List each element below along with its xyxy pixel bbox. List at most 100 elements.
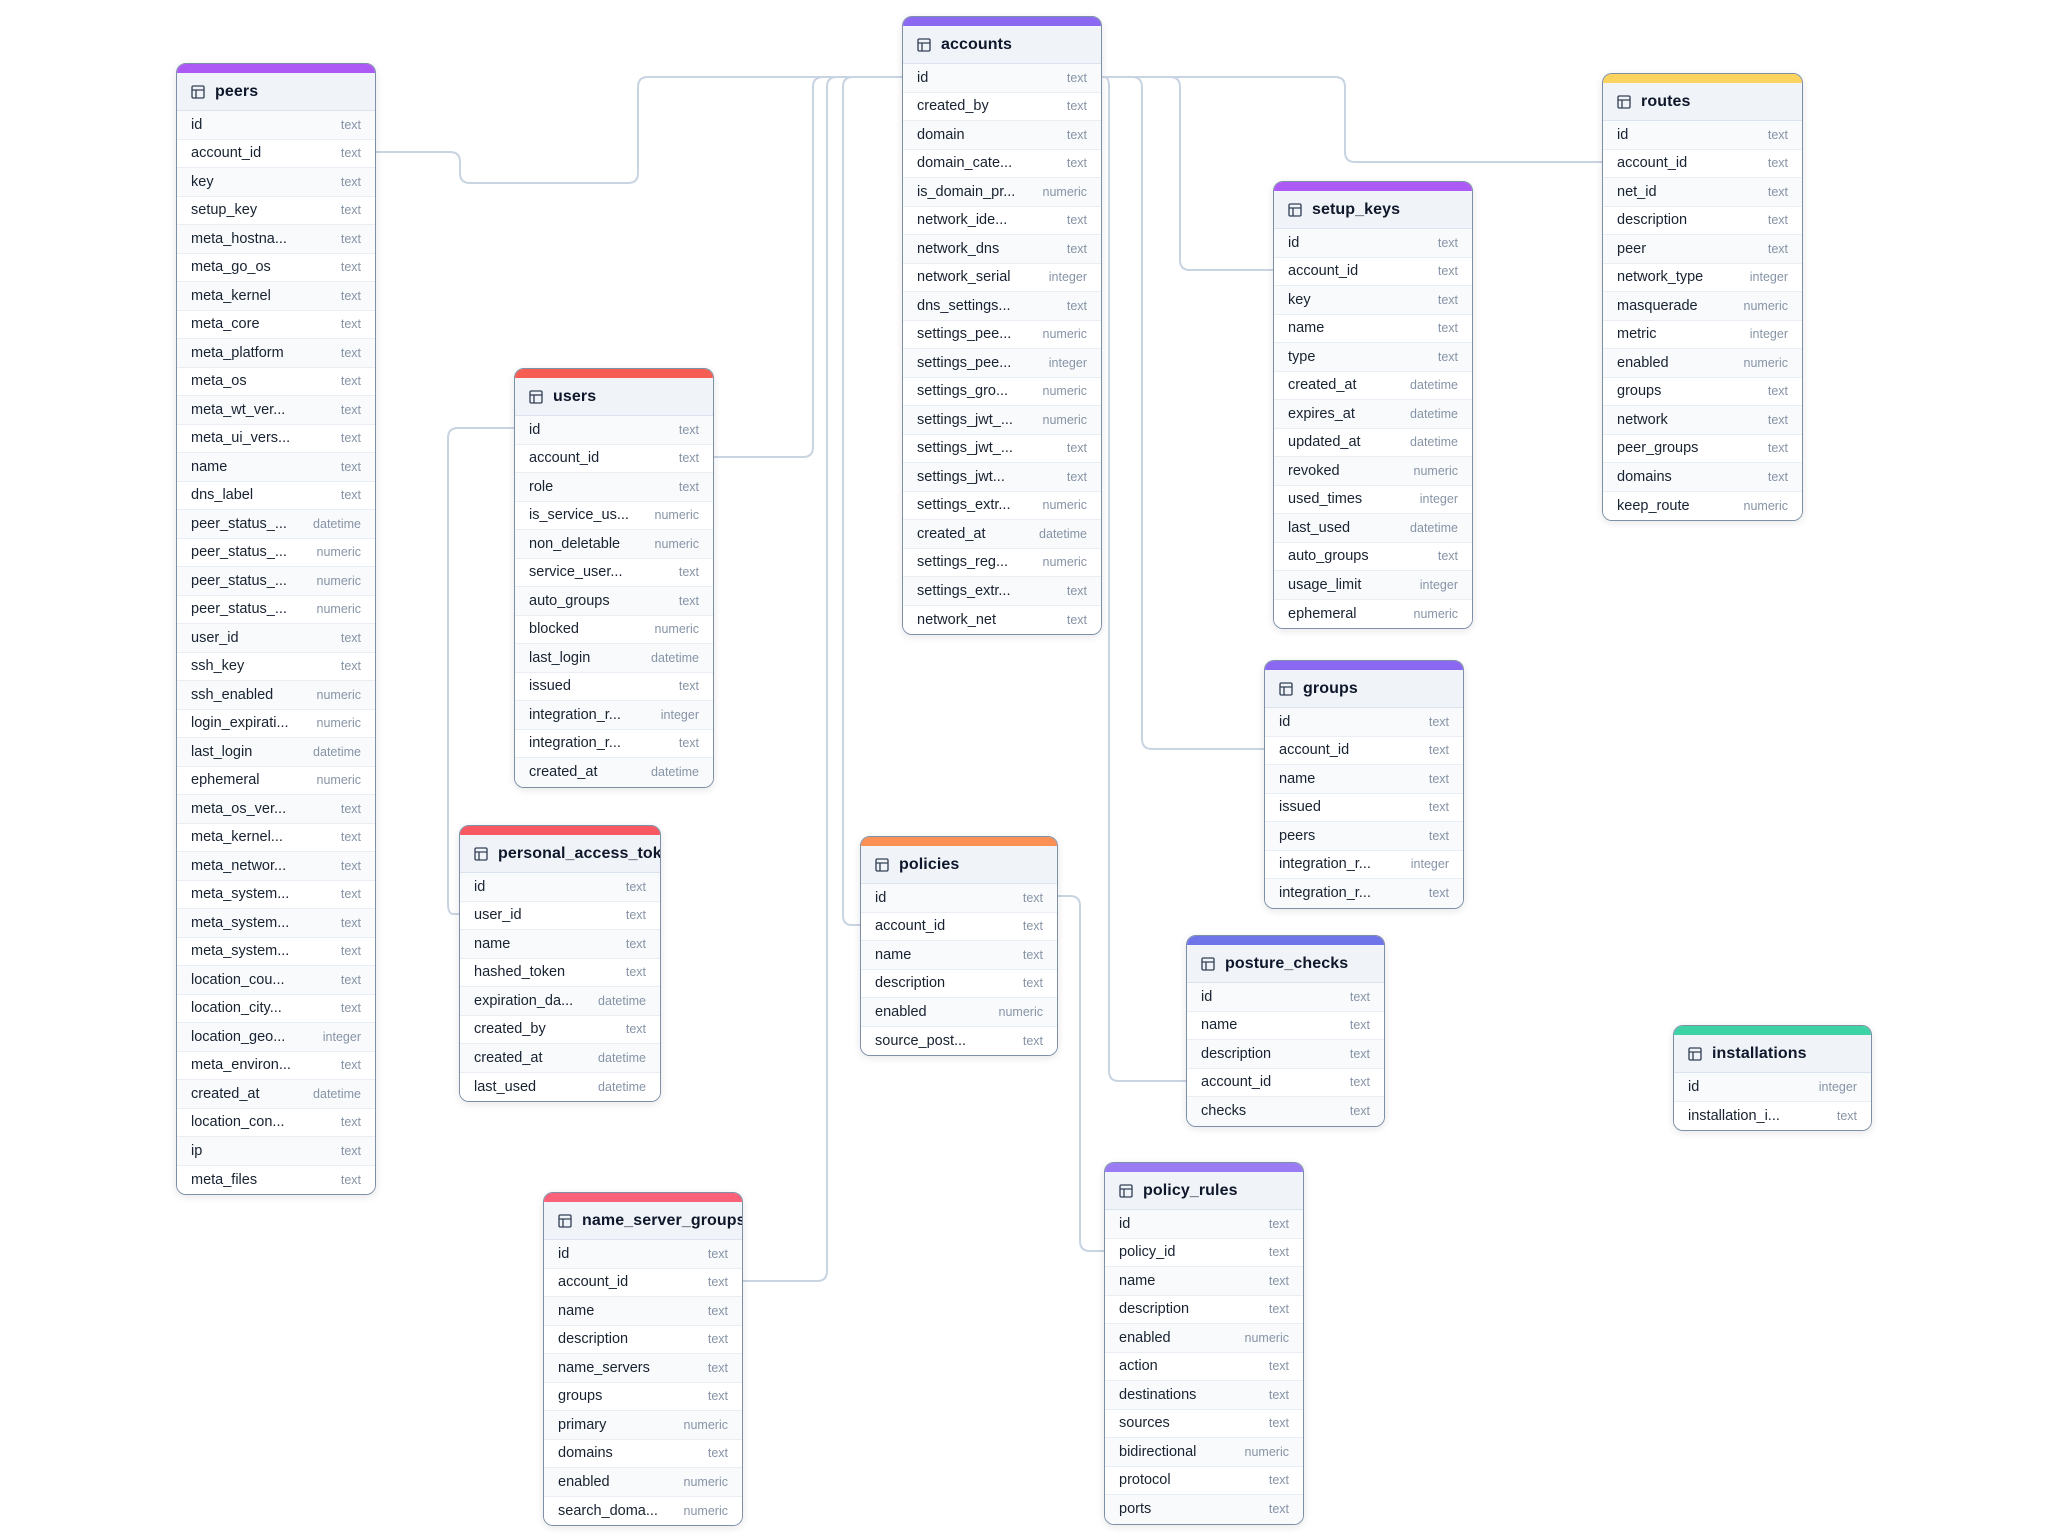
field-name: id bbox=[917, 69, 929, 86]
relationship-groups.account_id--accounts.id[interactable] bbox=[1099, 76, 1265, 750]
field-type: text bbox=[340, 203, 361, 218]
table-field-row: integration_r... integer bbox=[515, 701, 713, 730]
table-field-row: meta_system... text bbox=[177, 909, 375, 938]
table-header[interactable]: policies bbox=[861, 846, 1057, 884]
table-field-row: domains text bbox=[544, 1439, 742, 1468]
field-type: text bbox=[1437, 321, 1458, 336]
table-field-row: dns_settings... text bbox=[903, 292, 1101, 321]
field-name: id bbox=[558, 1245, 570, 1262]
table-accounts[interactable]: accounts id text created_by text domain … bbox=[902, 16, 1102, 635]
relationship-peers.account_id--accounts.id[interactable] bbox=[373, 76, 903, 184]
table-header[interactable]: policy_rules bbox=[1105, 1172, 1303, 1210]
table-header[interactable]: users bbox=[515, 378, 713, 416]
field-name: key bbox=[1288, 291, 1311, 308]
field-name: name bbox=[191, 458, 228, 475]
field-type: datetime bbox=[1410, 435, 1458, 450]
field-type: text bbox=[678, 479, 699, 494]
table-header[interactable]: groups bbox=[1265, 670, 1463, 708]
table-posture_checks[interactable]: posture_checks id text name text descrip… bbox=[1186, 935, 1385, 1127]
table-field-row: meta_kernel... text bbox=[177, 823, 375, 852]
field-name: meta_system... bbox=[191, 943, 290, 960]
field-type: numeric bbox=[654, 536, 699, 551]
table-field-row: network_net text bbox=[903, 605, 1101, 634]
relationship-policy_rules.policy_id--policies.id[interactable] bbox=[1055, 895, 1105, 1252]
field-type: text bbox=[707, 1360, 728, 1375]
table-policy_rules[interactable]: policy_rules id text policy_id text name… bbox=[1104, 1162, 1304, 1525]
field-type: text bbox=[707, 1275, 728, 1290]
field-name: integration_r... bbox=[1279, 856, 1371, 873]
table-routes[interactable]: routes id text account_id text net_id te… bbox=[1602, 73, 1803, 521]
relationship-setup_keys.account_id--accounts.id[interactable] bbox=[1099, 76, 1274, 271]
table-users[interactable]: users id text account_id text role text … bbox=[514, 368, 714, 788]
field-name: peer_status_... bbox=[191, 515, 287, 532]
field-type: text bbox=[625, 936, 646, 951]
field-type: numeric bbox=[316, 716, 361, 731]
field-name: created_by bbox=[474, 1021, 546, 1038]
relationship-users.account_id--accounts.id[interactable] bbox=[711, 76, 903, 458]
table-field-row: id text bbox=[460, 873, 660, 902]
field-name: enabled bbox=[1617, 354, 1669, 371]
field-type: text bbox=[1268, 1216, 1289, 1231]
table-field-row: integration_r... text bbox=[515, 729, 713, 758]
field-name: source_post... bbox=[875, 1032, 967, 1049]
field-name: account_id bbox=[1288, 263, 1359, 280]
relationship-routes.account_id--accounts.id[interactable] bbox=[1099, 76, 1603, 163]
field-name: enabled bbox=[558, 1473, 610, 1490]
field-name: id bbox=[474, 878, 486, 895]
field-type: text bbox=[340, 972, 361, 987]
table-policies[interactable]: policies id text account_id text name te… bbox=[860, 836, 1058, 1056]
relationship-name_server_groups.account_id--accounts.id[interactable] bbox=[740, 76, 903, 1282]
table-header[interactable]: personal_access_tokens bbox=[460, 835, 660, 873]
table-header[interactable]: accounts bbox=[903, 26, 1101, 64]
field-name: integration_r... bbox=[529, 735, 621, 752]
field-type: text bbox=[1066, 127, 1087, 142]
table-field-row: account_id text bbox=[861, 912, 1057, 941]
table-field-row: service_user... text bbox=[515, 558, 713, 587]
field-type: numeric bbox=[1244, 1330, 1289, 1345]
table-name_server_groups[interactable]: name_server_groups id text account_id te… bbox=[543, 1192, 743, 1526]
field-type: text bbox=[625, 965, 646, 980]
table-header[interactable]: posture_checks bbox=[1187, 945, 1384, 983]
field-name: network bbox=[1617, 411, 1668, 428]
field-type: text bbox=[1066, 612, 1087, 627]
field-name: peer_status_... bbox=[191, 601, 287, 618]
field-type: numeric bbox=[316, 773, 361, 788]
field-type: numeric bbox=[683, 1417, 728, 1432]
field-type: text bbox=[340, 260, 361, 275]
table-field-row: setup_key text bbox=[177, 196, 375, 225]
table-personal_access_tokens[interactable]: personal_access_tokens id text user_id t… bbox=[459, 825, 661, 1102]
field-type: text bbox=[707, 1303, 728, 1318]
table-field-row: usage_limit integer bbox=[1274, 571, 1472, 600]
field-type: text bbox=[1437, 264, 1458, 279]
field-type: text bbox=[1767, 384, 1788, 399]
field-name: peers bbox=[1279, 827, 1316, 844]
relationship-personal_access_tokens.user_id--users.id[interactable] bbox=[447, 427, 515, 915]
table-header[interactable]: setup_keys bbox=[1274, 191, 1472, 229]
field-type: text bbox=[1066, 99, 1087, 114]
table-header[interactable]: name_server_groups bbox=[544, 1202, 742, 1240]
table-setup_keys[interactable]: setup_keys id text account_id text key t… bbox=[1273, 181, 1473, 629]
field-name: service_user... bbox=[529, 564, 623, 581]
field-name: issued bbox=[1279, 799, 1321, 816]
table-header[interactable]: peers bbox=[177, 73, 375, 111]
field-type: text bbox=[340, 231, 361, 246]
table-icon bbox=[190, 84, 206, 100]
table-field-row: id text bbox=[515, 416, 713, 445]
table-field-row: network_dns text bbox=[903, 235, 1101, 264]
table-color-strip bbox=[1674, 1026, 1871, 1035]
table-fields: id text account_id text key text setup_k… bbox=[177, 111, 375, 1194]
field-name: last_login bbox=[191, 743, 253, 760]
field-name: domain_cate... bbox=[917, 155, 1013, 172]
table-field-row: id text bbox=[1603, 121, 1802, 150]
table-field-row: keep_route numeric bbox=[1603, 491, 1802, 520]
table-groups[interactable]: groups id text account_id text name text… bbox=[1264, 660, 1464, 909]
field-name: settings_jwt... bbox=[917, 468, 1005, 485]
table-installations[interactable]: installations id integer installation_i.… bbox=[1673, 1025, 1872, 1131]
relationship-policies.account_id--accounts.id[interactable] bbox=[842, 76, 903, 926]
table-header[interactable]: installations bbox=[1674, 1035, 1871, 1073]
table-peers[interactable]: peers id text account_id text key text s… bbox=[176, 63, 376, 1195]
field-type: numeric bbox=[998, 1004, 1043, 1019]
table-header[interactable]: routes bbox=[1603, 83, 1802, 121]
field-name: created_at bbox=[1288, 377, 1357, 394]
